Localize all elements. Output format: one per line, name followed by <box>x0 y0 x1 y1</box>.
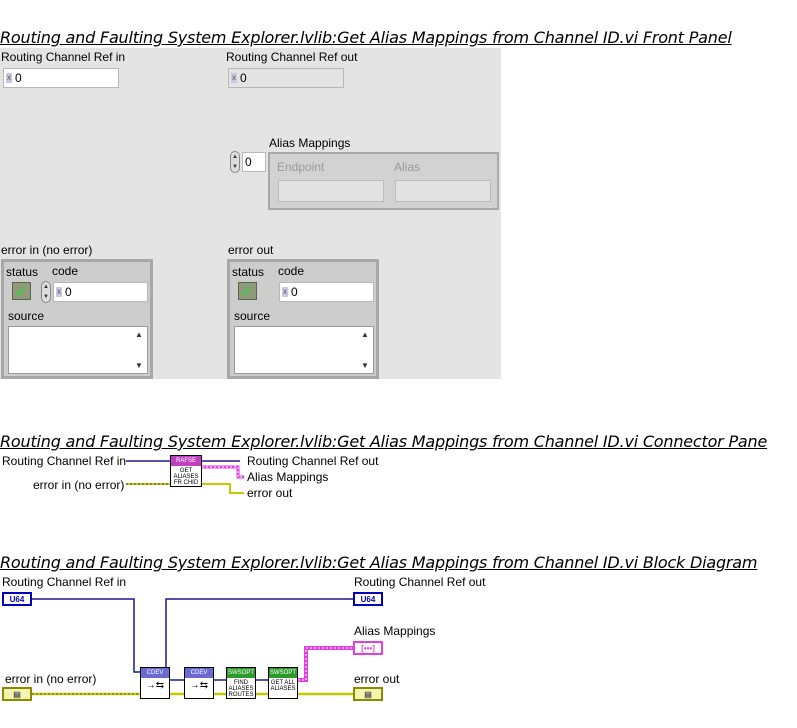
block-diagram-title: Routing and Faulting System Explorer.lvl… <box>0 553 758 572</box>
error-out-source-textbox[interactable]: ▲ ▼ <box>234 326 374 374</box>
error-in-code-input[interactable]: x 0 <box>53 282 148 302</box>
routing-ref-out-indicator: x 0 <box>228 68 344 88</box>
cp-routing-ref-out-label: Routing Channel Ref out <box>247 454 379 468</box>
radix-indicator: x <box>6 73 12 83</box>
front-panel: Routing Channel Ref in x 0 Routing Chann… <box>0 48 501 379</box>
bd-error-in-terminal[interactable]: ▤ <box>2 687 32 701</box>
error-out-label: error out <box>228 243 274 257</box>
array-index-value: 0 <box>245 155 252 169</box>
cdev-node-1-header: CDEV <box>141 668 169 678</box>
error-out-cluster: status code ✓ x 0 source ▲ ▼ <box>227 259 379 379</box>
find-aliases-routes-node[interactable]: SWSOPT FIND ALIASES ROUTES <box>226 667 256 699</box>
scroll-down-icon[interactable]: ▼ <box>361 361 369 370</box>
check-icon: ✓ <box>15 283 27 299</box>
bd-routing-ref-out-label: Routing Channel Ref out <box>354 575 486 589</box>
cp-icon-header: RAFSE <box>171 456 201 466</box>
get-all-aliases-header: SWSOPT <box>269 668 297 678</box>
cp-error-out-label: error out <box>247 486 293 500</box>
scroll-up-icon[interactable]: ▲ <box>135 330 143 339</box>
error-out-source-label: source <box>234 309 271 323</box>
cp-alias-mappings-label: Alias Mappings <box>247 470 329 484</box>
scroll-up-icon[interactable]: ▲ <box>361 330 369 339</box>
routing-ref-out-value: 0 <box>240 71 247 85</box>
bd-error-out-terminal[interactable]: ▤ <box>353 687 383 701</box>
error-out-code-label: code <box>278 264 305 278</box>
cp-icon-text: GET ALIASES FR CHID <box>173 468 199 486</box>
connector-pane-icon: RAFSE GET ALIASES FR CHID <box>170 455 202 487</box>
routing-ref-in-value: 0 <box>15 71 22 85</box>
cdev-node-2[interactable]: CDEV →⇆ <box>184 667 214 699</box>
radix-indicator: x <box>282 287 288 297</box>
find-aliases-text: FIND ALIASES ROUTES <box>228 680 254 698</box>
scroll-down-icon[interactable]: ▼ <box>135 361 143 370</box>
bd-routing-ref-in-label: Routing Channel Ref in <box>2 575 127 589</box>
cdev-node-2-header: CDEV <box>185 668 213 678</box>
alias-mappings-array: Endpoint Alias <box>268 152 499 210</box>
error-in-code-value: 0 <box>65 285 72 299</box>
cp-error-in-label: error in (no error) <box>33 478 125 492</box>
front-panel-title: Routing and Faulting System Explorer.lvl… <box>0 28 732 47</box>
cp-routing-ref-in-label: Routing Channel Ref in <box>2 454 127 468</box>
bd-alias-mappings-label: Alias Mappings <box>354 624 436 638</box>
get-all-aliases-node[interactable]: SWSOPT GET ALL ALIASES <box>268 667 298 699</box>
get-all-aliases-text: GET ALL ALIASES <box>270 680 296 692</box>
bd-error-out-label: error out <box>354 672 400 686</box>
routing-ref-out-label: Routing Channel Ref out <box>226 50 358 64</box>
error-in-source-label: source <box>8 309 45 323</box>
refresh-icon: →⇆ <box>189 680 209 691</box>
error-out-status-indicator: ✓ <box>238 282 257 300</box>
alias-label: Alias <box>394 160 421 174</box>
error-out-code-indicator: x 0 <box>279 282 374 302</box>
error-in-cluster: status code ✓ ▲▼ x 0 source ▲ ▼ <box>1 259 153 379</box>
error-in-status-label: status <box>6 265 39 279</box>
error-in-code-spinner[interactable]: ▲▼ <box>41 281 51 303</box>
error-in-source-textbox[interactable]: ▲ ▼ <box>8 326 148 374</box>
bd-error-in-label: error in (no error) <box>5 672 97 686</box>
scrollbar[interactable]: ▲ ▼ <box>134 328 146 372</box>
error-out-code-value: 0 <box>291 285 298 299</box>
connector-pane-title: Routing and Faulting System Explorer.lvl… <box>0 432 768 451</box>
find-aliases-header: SWSOPT <box>227 668 255 678</box>
scrollbar[interactable]: ▲ ▼ <box>360 328 372 372</box>
radix-indicator: x <box>56 287 62 297</box>
array-index-input[interactable]: 0 <box>242 152 266 172</box>
check-icon: ✓ <box>241 283 253 299</box>
routing-ref-in-label: Routing Channel Ref in <box>1 50 126 64</box>
error-in-code-label: code <box>52 264 79 278</box>
bd-routing-ref-in-terminal[interactable]: U64 <box>2 592 32 606</box>
routing-ref-in-control[interactable]: x 0 <box>3 68 119 88</box>
error-out-status-label: status <box>232 265 265 279</box>
bd-routing-ref-out-terminal[interactable]: U64 <box>353 592 383 606</box>
bd-alias-mappings-terminal[interactable]: [•••] <box>353 641 383 655</box>
refresh-icon: →⇆ <box>145 680 165 691</box>
radix-indicator: x <box>231 73 237 83</box>
cdev-node-1[interactable]: CDEV →⇆ <box>140 667 170 699</box>
endpoint-label: Endpoint <box>277 160 325 174</box>
array-index-spinner[interactable]: ▲▼ <box>230 151 240 173</box>
error-in-status-checkbox[interactable]: ✓ <box>12 282 31 300</box>
endpoint-field <box>278 180 384 202</box>
alias-field <box>395 180 491 202</box>
error-in-label: error in (no error) <box>1 243 93 257</box>
alias-mappings-label: Alias Mappings <box>269 136 351 150</box>
